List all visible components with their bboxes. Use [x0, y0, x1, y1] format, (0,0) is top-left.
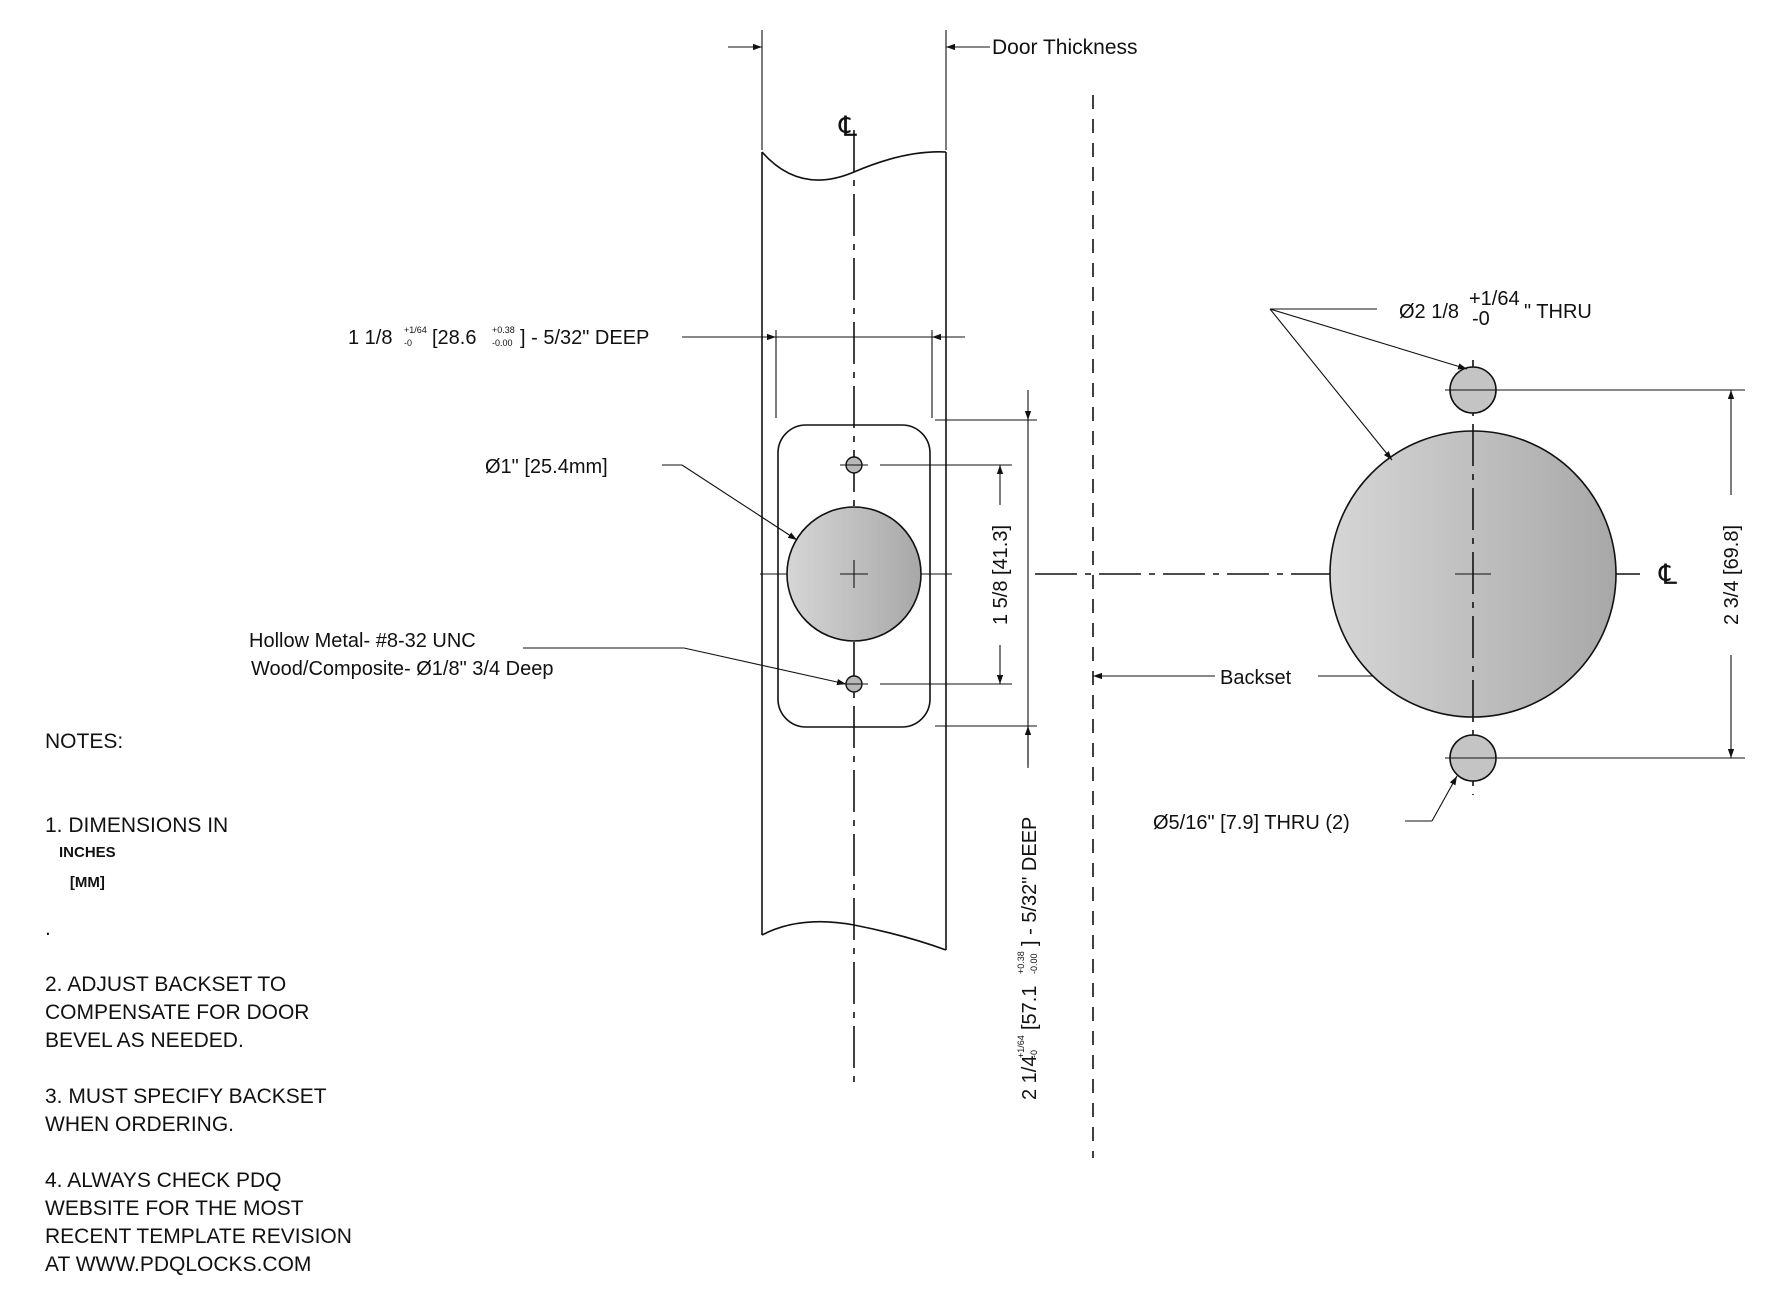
note-1-units-top: INCHES [59, 844, 116, 861]
cross-bore-tol-upper: +1/64 [1469, 288, 1520, 310]
cross-bore-leader-to-bore [1269, 308, 1393, 461]
cross-bore-label: Ø2 1/8 [1399, 301, 1459, 323]
door-edge-view: Door Thickness ℄ 1 1/8 +1/64 -0 [28.6 +0… [249, 30, 1138, 1100]
door-prep-template-drawing: Door Thickness ℄ 1 1/8 +1/64 -0 [28.6 +0… [249, 30, 1745, 1158]
screw-note-leader [683, 647, 847, 686]
screw-note-line2: Wood/Composite- Ø1/8" 3/4 Deep [251, 658, 553, 680]
through-holes-label: Ø5/16" [7.9] THRU (2) [1153, 812, 1350, 834]
centerline-symbol-top: ℄ [838, 111, 857, 142]
note-1-suffix: . [45, 917, 51, 940]
dim-1-5-8-label: 1 5/8 [41.3] [990, 525, 1012, 625]
svg-text:-0.00: -0.00 [1029, 953, 1039, 974]
cross-bore-tail: " THRU [1524, 301, 1592, 323]
svg-text:-0: -0 [1029, 1050, 1039, 1058]
door-break-top [761, 151, 947, 181]
latch-bore-label: Ø1" [25.4mm] [485, 456, 608, 478]
svg-text:2 1/4: 2 1/4 [1019, 1056, 1041, 1100]
face-bore-mm-tol-upper: +0.38 [492, 325, 515, 335]
dim-2-1-4-label: 2 1/4 +1/64 -0 [57.1 +0.38 -0.00 ] - 5/3… [1016, 817, 1041, 1100]
through-holes-leader [1431, 775, 1458, 822]
face-bore-tail: ] - 5/32" DEEP [520, 327, 649, 349]
face-bore-tol-lower: -0 [404, 338, 412, 348]
svg-text:+0.38: +0.38 [1016, 951, 1026, 974]
svg-text:+1/64: +1/64 [1016, 1035, 1026, 1058]
cross-bore-tol-lower: -0 [1472, 308, 1490, 330]
screw-note-line1: Hollow Metal- #8-32 UNC [249, 630, 476, 652]
cross-bore-leader-to-hole [1269, 308, 1468, 370]
face-bore-mm-label: [28.6 [432, 327, 476, 349]
face-bore-tol-upper: +1/64 [404, 325, 427, 335]
notes-block: NOTES: 1. DIMENSIONS IN INCHES [MM] . 2.… [45, 728, 352, 1307]
note-1-prefix: 1. DIMENSIONS IN [45, 814, 229, 837]
note-3: 3. MUST SPECIFY BACKSET WHEN ORDERING. [45, 1085, 327, 1136]
cross-bore-view: ℄ Ø2 1/8 +1/64 -0 " THRU Ø5/16" [7.9] TH… [1153, 288, 1745, 834]
note-1: 1. DIMENSIONS IN INCHES [MM] . [45, 784, 352, 943]
svg-text:] - 5/32" DEEP: ] - 5/32" DEEP [1019, 817, 1041, 946]
note-1-units-bottom: [MM] [69, 874, 105, 891]
backset-label: Backset [1220, 667, 1292, 689]
dim-2-3-4-label: 2 3/4 [69.8] [1721, 525, 1743, 625]
note-2: 2. ADJUST BACKSET TO COMPENSATE FOR DOOR… [45, 973, 310, 1052]
face-bore-mm-tol-lower: -0.00 [492, 338, 513, 348]
latch-bore-leader [681, 464, 798, 541]
svg-text:[57.1: [57.1 [1019, 986, 1041, 1030]
centerline-symbol-right: ℄ [1658, 559, 1677, 590]
face-bore-label: 1 1/8 [348, 327, 392, 349]
note-4: 4. ALWAYS CHECK PDQ WEBSITE FOR THE MOST… [45, 1169, 352, 1276]
note-1-units: INCHES [MM] [59, 830, 116, 905]
notes-header: NOTES: [45, 730, 124, 753]
door-thickness-label: Door Thickness [992, 36, 1138, 59]
face-plate-mortise [777, 424, 931, 728]
